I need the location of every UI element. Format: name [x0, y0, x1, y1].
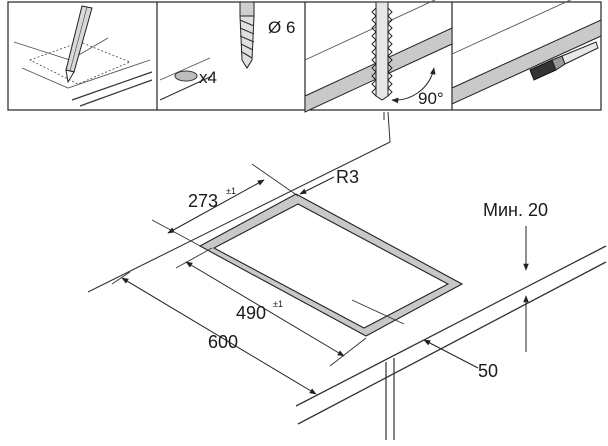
min-distance-dimension: Мин. 20: [483, 200, 548, 352]
worktop-depth-label: 600: [208, 332, 238, 352]
brush-icon: [529, 41, 599, 81]
pencil-icon: [65, 5, 93, 84]
width-value: 490: [236, 303, 266, 323]
step-drill-panel: x4 Ø 6: [159, 1, 295, 101]
hole-icon: [174, 70, 198, 82]
radius-label: R3: [336, 167, 359, 187]
depth-dimension: 273 ±1: [151, 163, 299, 249]
drill-bit-icon: [239, 1, 255, 69]
step-saw-panel: 90°: [304, 0, 453, 113]
jigsaw-blade-icon: [371, 1, 393, 101]
angle-label: 90°: [418, 89, 444, 108]
steps-strip: x4 Ø 6 90°: [7, 0, 602, 113]
hole-count-label: x4: [199, 68, 217, 87]
radius-callout: R3: [299, 167, 359, 195]
depth-tolerance: ±1: [226, 186, 236, 196]
edge-distance-label: 50: [478, 361, 498, 381]
worktop-diagram: 273 ±1 R3 490 ±1 600 50: [87, 111, 607, 440]
depth-value: 273: [188, 191, 218, 211]
step-mark-panel: [13, 5, 153, 107]
step-seal-panel: [451, 0, 602, 105]
worktop-depth-dimension: 600: [111, 271, 317, 395]
edge-distance-callout: 50: [423, 339, 498, 381]
width-tolerance: ±1: [273, 299, 283, 309]
drill-diameter-label: Ø 6: [268, 18, 295, 37]
min-distance-label: Мин. 20: [483, 200, 548, 220]
